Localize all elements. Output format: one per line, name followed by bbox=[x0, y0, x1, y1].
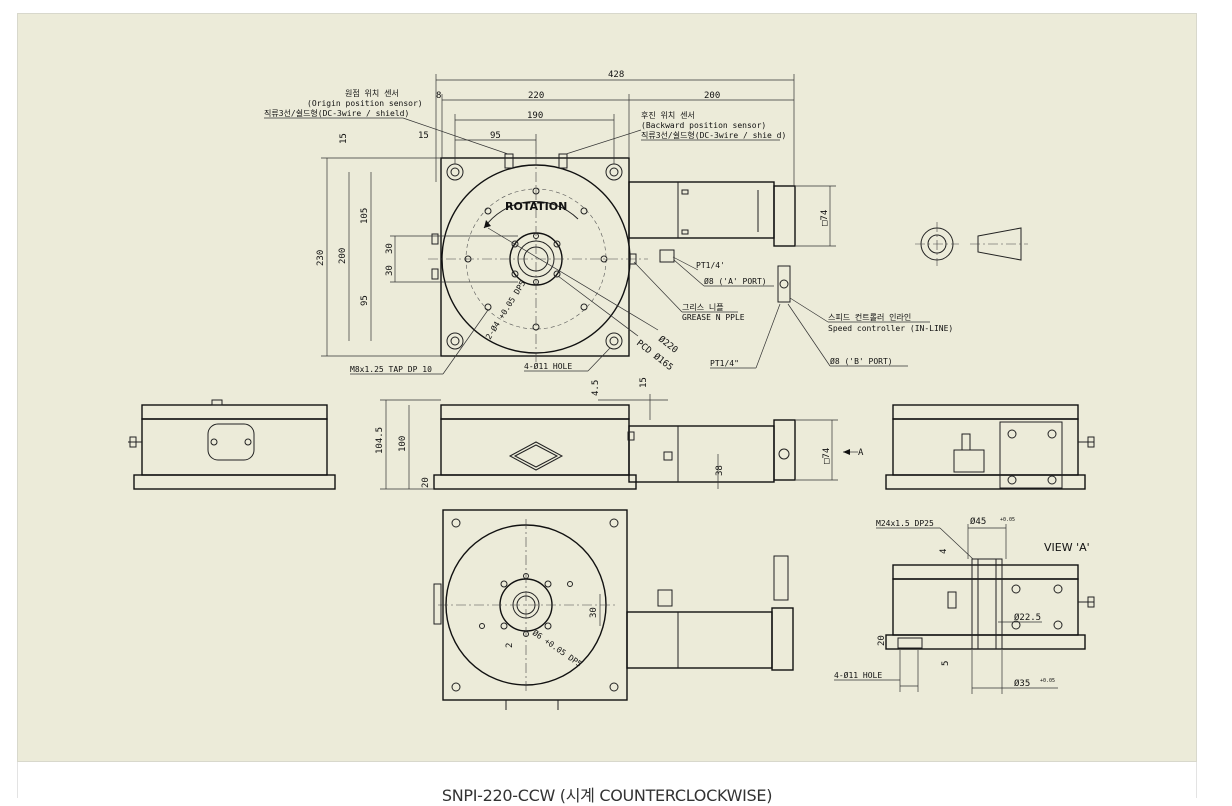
dia35-tol: +0.05 bbox=[1040, 678, 1055, 684]
dim-20-viewa: 20 bbox=[877, 635, 887, 646]
dim-100: 100 bbox=[398, 436, 408, 452]
dim-5-viewa: 5 bbox=[941, 661, 951, 666]
backward-sensor-kr: 후진 위치 센서 bbox=[641, 110, 695, 120]
dim-15-top: 15 bbox=[418, 131, 429, 141]
dia35: Ø35 bbox=[1014, 678, 1030, 689]
dim-95-v: 95 bbox=[360, 295, 370, 306]
dim-105: 105 bbox=[360, 208, 370, 224]
dim-95: 95 bbox=[490, 131, 501, 141]
dim-box74-front: □74 bbox=[822, 448, 832, 464]
rotation-label: ROTATION bbox=[505, 200, 567, 213]
dim-30-bottom: 30 bbox=[589, 607, 599, 618]
hole-4x11-viewa: 4-Ø11 HOLE bbox=[834, 670, 882, 680]
side-view-right bbox=[885, 404, 1095, 490]
speed-kr: 스피드 컨트롤러 인라인 bbox=[828, 312, 911, 322]
m24-label: M24x1.5 DP25 bbox=[876, 519, 934, 528]
dim-220: 220 bbox=[528, 91, 544, 101]
backward-sensor-en: (Backward position sensor) bbox=[641, 121, 766, 130]
dia45-tol: +0.05 bbox=[1000, 517, 1015, 523]
dim-box74-top: □74 bbox=[820, 210, 830, 226]
tap-m8: M8x1.25 TAP DP 10 bbox=[350, 365, 432, 374]
port-a: Ø8 ('A' PORT) bbox=[704, 276, 767, 286]
dia45: Ø45 bbox=[970, 516, 986, 527]
dim-4-5: 4.5 bbox=[591, 380, 601, 396]
note-block bbox=[915, 222, 1028, 266]
dp5-bottom: Ø6 +0.05 DP5 bbox=[531, 627, 584, 668]
dim-8: 8 bbox=[436, 91, 441, 101]
dim-30b: 30 bbox=[385, 265, 395, 276]
drawing-frame: ROTATION 428 8 220 200 190 bbox=[17, 13, 1197, 762]
dim-200-v: 200 bbox=[338, 248, 348, 264]
speed-en: Speed controller (IN-LINE) bbox=[828, 324, 953, 333]
figure-caption: SNPI-220-CCW (시계 COUNTERCLOCKWISE) bbox=[441, 786, 773, 805]
bottom-view: 30 2 Ø6 +0.05 DP5 bbox=[433, 509, 794, 710]
dim-2-bottom: 2 bbox=[505, 643, 515, 648]
view-a: VIEW 'A' M24x1.5 DP25 Ø45 +0.05 4 Ø22.5 … bbox=[834, 516, 1095, 694]
pt14-b: PT1/4" bbox=[710, 359, 739, 368]
side-view-left bbox=[128, 399, 336, 490]
caption-bar: SNPI-220-CCW (시계 COUNTERCLOCKWISE) bbox=[17, 762, 1197, 805]
view-a-title: VIEW 'A' bbox=[1044, 541, 1090, 554]
technical-drawing: ROTATION 428 8 220 200 190 bbox=[128, 70, 1095, 710]
grease-kr: 그리스 니플 bbox=[682, 302, 724, 312]
dim-428: 428 bbox=[608, 70, 624, 80]
arrow-a: A bbox=[858, 448, 864, 458]
pt14-a: PT1/4' bbox=[696, 261, 725, 270]
origin-sensor-en: (Origin position sensor) bbox=[307, 99, 423, 108]
origin-sensor-spec: 직류3선/쉴드형(DC-3wire / shield) bbox=[264, 108, 409, 118]
dim-4-viewa: 4 bbox=[939, 549, 949, 554]
dim-20-front: 20 bbox=[421, 477, 431, 488]
port-b: Ø8 ('B' PORT) bbox=[830, 356, 893, 366]
front-view: 104.5 100 20 4.5 15 38 □74 A bbox=[375, 377, 864, 490]
dim-15-left: 15 bbox=[339, 133, 349, 144]
dia22-5: Ø22.5 bbox=[1014, 612, 1041, 623]
grease-en: GREASE N PPLE bbox=[682, 313, 745, 322]
dim-104-5: 104.5 bbox=[375, 427, 385, 454]
dim-15-front: 15 bbox=[639, 377, 649, 388]
dim-30a: 30 bbox=[385, 243, 395, 254]
dim-38: 38 bbox=[715, 465, 725, 476]
origin-sensor-kr: 원점 위치 센서 bbox=[345, 88, 399, 98]
hole-4x11-top: 4-Ø11 HOLE bbox=[524, 361, 572, 371]
top-view: ROTATION 428 8 220 200 190 bbox=[264, 70, 953, 375]
dim-230: 230 bbox=[316, 250, 326, 266]
dim-200: 200 bbox=[704, 91, 720, 101]
dim-190: 190 bbox=[527, 111, 543, 121]
backward-sensor-spec: 직류3선/쉴드형(DC-3wire / shie d) bbox=[641, 130, 786, 140]
